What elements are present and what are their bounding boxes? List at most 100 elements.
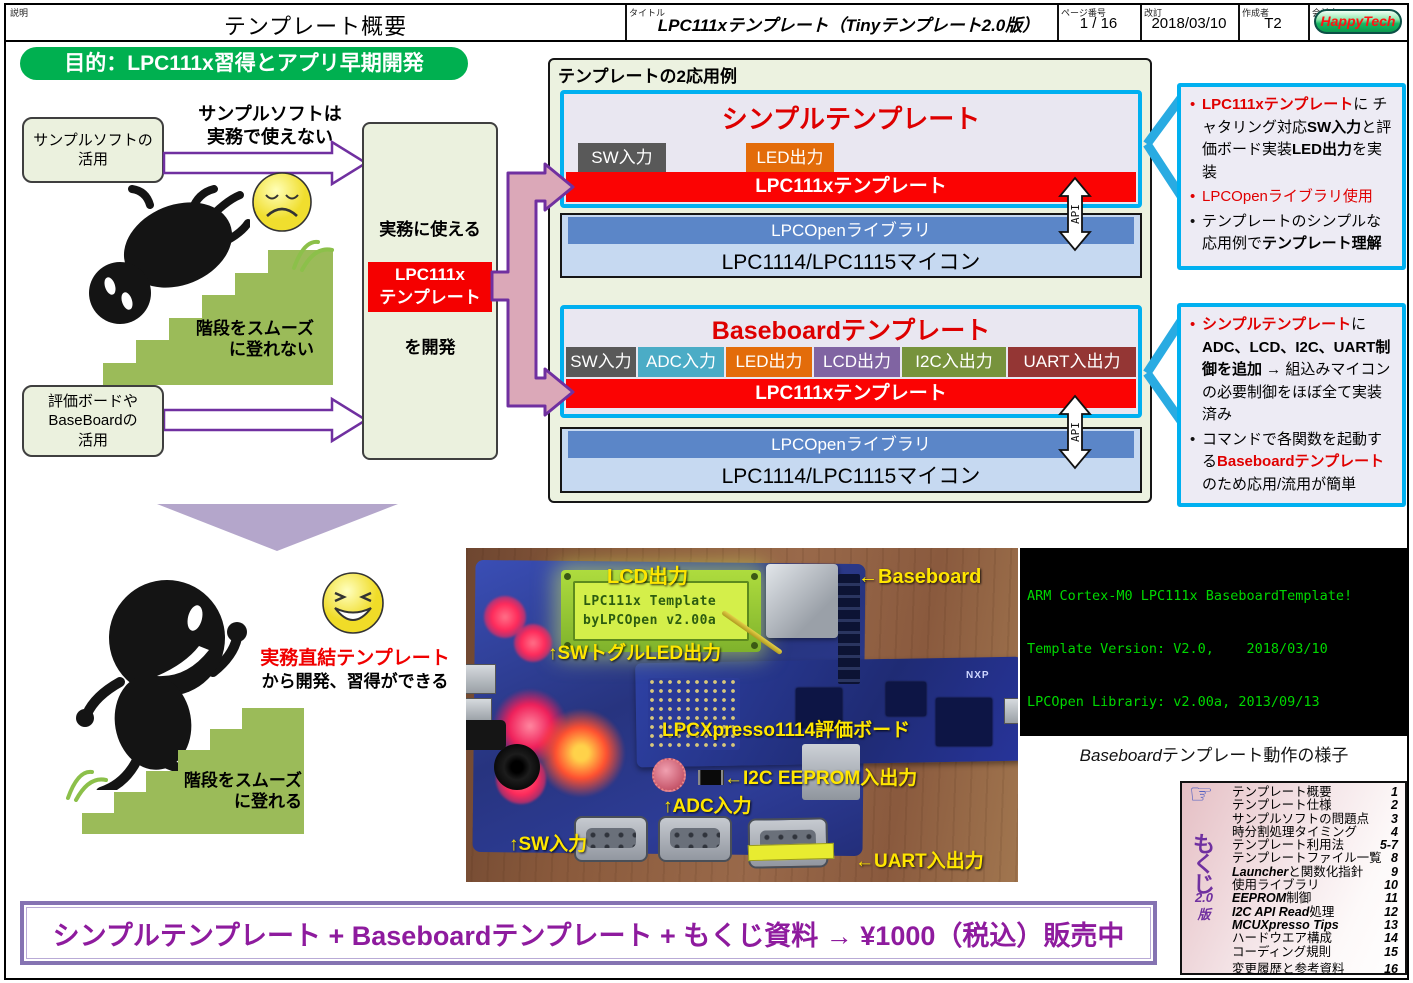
nxp-logo: NXP — [966, 670, 990, 681]
result-note: から開発、習得ができる — [261, 672, 449, 691]
breadboard-area — [648, 678, 740, 750]
branch-arrow — [490, 162, 575, 417]
module-lcd-output: LCD出力 — [814, 347, 900, 377]
chip — [886, 682, 926, 716]
buzzer — [494, 744, 540, 790]
develop-box-top-text: 実務に使える — [379, 220, 481, 239]
led-glow — [536, 708, 626, 798]
revision-value: 2018/03/10 — [1151, 15, 1227, 32]
header-divider — [1308, 5, 1310, 40]
chip — [936, 698, 992, 746]
pin-header-connector — [838, 574, 860, 684]
terminal-line: Template Version: V2.0, 2018/03/10 — [1027, 640, 1328, 657]
baseboard-template-title: Baseboardテンプレート — [711, 317, 991, 345]
pointing-hand-icon: ☞ — [1189, 779, 1214, 809]
callout-item: シンプルテンプレートにADC、LCD、I2C、UART制御を追加 → 組込みマイ… — [1188, 314, 1393, 427]
annotation-baseboard: ←Baseboard — [858, 566, 982, 588]
header-divider — [625, 5, 627, 40]
ethernet-jack — [802, 744, 860, 800]
usb-port — [466, 664, 496, 694]
lcd-line2: byLPCOpen v2.00a — [583, 613, 717, 628]
mcu-chip — [796, 688, 842, 728]
api-label: API — [1069, 422, 1082, 442]
sad-face-icon — [252, 172, 312, 232]
page-title: テンプレート概要 — [223, 14, 408, 39]
result-note-red: 実務直結テンプレート — [260, 648, 450, 669]
screw — [751, 642, 758, 649]
callout-item: LPCOpenライブラリ使用 — [1188, 186, 1393, 209]
flow-arrow-2 — [162, 396, 369, 444]
module-adc-input: ADC入力 — [638, 347, 724, 377]
screw — [751, 573, 758, 580]
usb-port — [466, 698, 492, 722]
uart-yellow-label — [747, 842, 835, 862]
revision-label: 改訂 — [1144, 8, 1163, 18]
callout-item: テンプレートのシンプルな応用例でテンプレート理解 — [1188, 211, 1393, 256]
toc-version: 2.0 — [1194, 890, 1214, 905]
header-divider — [1140, 5, 1142, 40]
callout1-tail — [1143, 95, 1183, 199]
api-arrow: API — [1058, 394, 1092, 470]
lpc111x-template-bar: LPC111xテンプレート — [566, 379, 1136, 408]
lpcopen-library-bar: LPCOpenライブラリ — [568, 217, 1134, 244]
toc-side-char: く — [1192, 852, 1215, 877]
running-beetle-illustration — [76, 580, 247, 790]
stairs2-note: 階段をスムーズ に登れる — [183, 771, 302, 812]
page-number-value: 1 / 16 — [1079, 15, 1118, 32]
develop-box-bottom-text: を開発 — [404, 338, 456, 357]
baseboard-template-callout: シンプルテンプレートにADC、LCD、I2C、UART制御を追加 → 組込みマイ… — [1177, 303, 1406, 507]
lcd-line1: LPC111x Template — [583, 594, 717, 609]
adc-potentiometer — [652, 758, 686, 792]
api-label: API — [1069, 204, 1082, 224]
terminal-caption: Baseboardテンプレート動作の様子 — [1079, 746, 1349, 765]
power-jack — [466, 720, 506, 750]
module-uart-io: UART入出力 — [1008, 347, 1136, 377]
eeprom-chip — [698, 770, 724, 785]
callout-item: コマンドで各関数を起動するBaseboardテンプレートのため応用/流用が簡単 — [1188, 429, 1393, 497]
flow-arrow-1 — [162, 139, 369, 187]
lcd-module: LPC111x Template byLPCOpen v2.00a — [561, 570, 761, 652]
module-sw-input: SW入力 — [578, 143, 666, 173]
terminal-screenshot: ARM Cortex-M0 LPC111x BaseboardTemplate!… — [1020, 548, 1408, 736]
mini-usb-port — [1004, 698, 1018, 724]
screw — [564, 642, 571, 649]
api-arrow: API — [1058, 176, 1092, 252]
bounce-marks — [292, 239, 334, 272]
mcu-label: LPC1114/LPC1115マイコン — [721, 465, 981, 488]
company-logo: HappyTech — [1314, 9, 1402, 34]
annotation-adc: ↑ADC入力 — [663, 796, 752, 817]
header-divider — [1057, 5, 1059, 40]
desc-cell-label: 説明 — [10, 8, 29, 18]
sd-card-slot — [766, 564, 838, 638]
falling-beetle-illustration — [89, 185, 250, 324]
examples-title: テンプレートの2応用例 — [558, 67, 737, 86]
module-sw-input: SW入力 — [566, 347, 636, 377]
title-cell-label: タイトル — [629, 8, 666, 18]
lpc111x-template-red-box: LPC111x テンプレート — [368, 262, 492, 312]
author-label: 作成者 — [1242, 8, 1270, 18]
document-subtitle: LPC111xテンプレート（Tinyテンプレート2.0版） — [657, 16, 1040, 35]
lpcopen-library-bar: LPCOpenライブラリ — [568, 431, 1134, 458]
callout2-tail — [1143, 318, 1183, 424]
arrow1-note: サンプルソフトは 実務で使えない — [198, 104, 342, 147]
lcd-screen: LPC111x Template byLPCOpen v2.00a — [573, 581, 749, 641]
bounce-marks — [66, 769, 108, 802]
annotation-uart: ←UART入出力 — [855, 851, 984, 872]
mcu-label: LPC1114/LPC1115マイコン — [721, 251, 981, 274]
header-separator — [6, 40, 1407, 42]
simple-template-title: シンプルテンプレート — [721, 104, 981, 134]
